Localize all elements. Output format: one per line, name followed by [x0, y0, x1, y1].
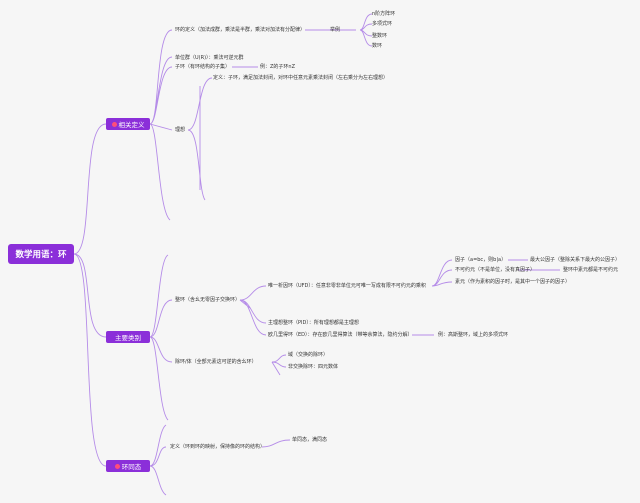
branch-label: 环同态 — [121, 463, 142, 471]
link-ideal-fan — [187, 77, 213, 201]
node-ideal-definition[interactable]: 定义：子环，满足加法封闭，对环中任意元素乘法封闭（左右乘分为左右理想） — [213, 75, 389, 81]
link-branch2-fan — [149, 254, 173, 421]
node-unit-group[interactable]: 单位群（U(R)）：乘法可逆元群 — [175, 55, 244, 61]
node-division-ring[interactable]: 除环/体（全部元素这可逆的含幺环） — [175, 359, 257, 365]
node-ed-example[interactable]: 例：高斯整环，域上的多项式环 — [438, 332, 509, 338]
node-example[interactable]: 多项式环 — [372, 21, 393, 27]
node-homomorphism-definition[interactable]: 定义（环到环的映射，保持像的环的结构） — [170, 444, 266, 450]
link-root-branch2 — [73, 253, 107, 338]
node-noncommutative-division[interactable]: 非交换除环：四元数体 — [288, 364, 339, 370]
node-ed[interactable]: 欧几里得环（ED）：存在欧几里得算法（带等余算法，隐约分解） — [268, 332, 413, 338]
node-ufd[interactable]: 唯一析因环（UFD）：任意非零非单位元可唯一写成有限不可约元的乘积 — [268, 283, 426, 289]
link-division-sub — [271, 354, 287, 376]
root-node[interactable]: 数学用语：环 — [8, 244, 74, 264]
branch-label: 主要类别 — [115, 334, 141, 342]
link-ufd-sub — [431, 259, 453, 287]
node-irreducible-note[interactable]: 整环中素元都是不可约元 — [563, 267, 619, 273]
red-flower-icon — [111, 121, 117, 127]
link-hom-types — [261, 439, 291, 448]
node-ring-definition[interactable]: 环的定义（加法成群，乘法是半群，乘法对加法有分配律） — [175, 27, 306, 33]
node-example[interactable]: 整数环 — [372, 33, 388, 39]
link-examples — [359, 13, 373, 47]
node-homomorphism-types[interactable]: 单同态，满同态 — [292, 437, 328, 443]
branch-ring-homomorphism[interactable]: 环同态 — [106, 460, 150, 472]
node-examples-label[interactable]: 举例 — [330, 27, 341, 33]
link-root-branch1 — [73, 123, 107, 255]
node-integral-domain[interactable]: 整环（含幺无零因子交换环） — [175, 297, 241, 303]
node-factor[interactable]: 因子（a=bc，则b|a） — [455, 257, 507, 263]
node-example[interactable]: n阶方阵环 — [372, 11, 396, 17]
node-example[interactable]: 数环 — [372, 43, 383, 49]
link-root-branch3 — [73, 253, 107, 467]
branch-main-categories[interactable]: 主要类别 — [106, 331, 150, 343]
node-irreducible[interactable]: 不可约元（不是单位，没有真因子） — [455, 267, 536, 273]
node-ideal[interactable]: 理想 — [175, 127, 186, 133]
branch-related-definitions[interactable]: 相关定义 — [106, 118, 150, 130]
node-prime[interactable]: 素元（作为素积的因子时，是其中一个因子的因子） — [455, 279, 571, 285]
node-field[interactable]: 域（交换的除环） — [288, 352, 329, 358]
link-integral-sub — [239, 285, 267, 336]
node-subring-example[interactable]: 例：Z的子环nZ — [260, 64, 296, 70]
red-flower-icon — [114, 463, 120, 469]
node-pid[interactable]: 主理想整环（PID）：所有理想都是主理想 — [268, 320, 359, 326]
node-gcd[interactable]: 最大公因子（整除关系下最大的公因子） — [530, 257, 621, 263]
link-branch3-fan — [149, 424, 167, 496]
branch-label: 相关定义 — [118, 121, 145, 129]
link-branch1-fan — [149, 29, 173, 221]
node-subring[interactable]: 子环（有环结构的子集） — [175, 64, 231, 70]
